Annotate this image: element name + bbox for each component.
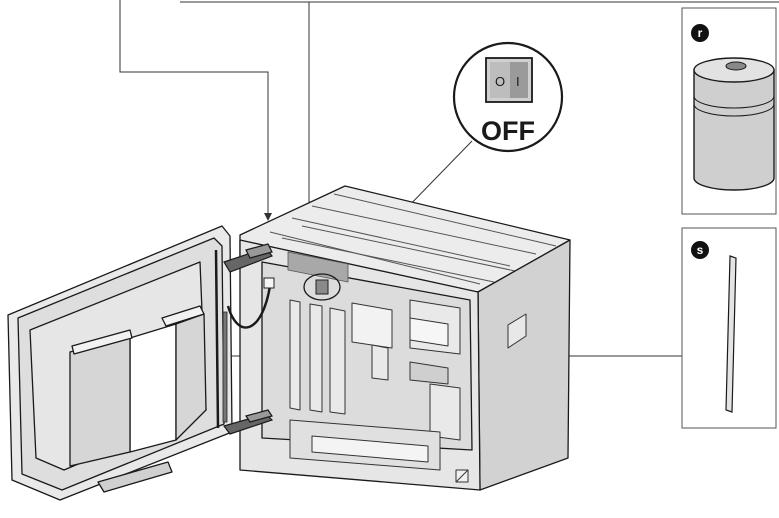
panel-canister: r [681, 7, 777, 215]
panel-badge-r-label: r [698, 26, 703, 40]
switch-off-symbol: O [495, 74, 505, 89]
panel-badge-s-label: s [697, 243, 704, 257]
off-callout: O I OFF [452, 41, 564, 153]
power-switch-icon: O I [485, 57, 533, 103]
switch-on-symbol: I [516, 74, 520, 89]
door-window [129, 323, 177, 453]
side-handle [507, 313, 527, 349]
machine-switch [303, 273, 341, 301]
door-foot [97, 461, 173, 493]
off-label: OFF [481, 116, 535, 146]
panel-rod: s [681, 227, 777, 429]
panel-badge-r [691, 24, 709, 42]
door-latch-icon [222, 243, 274, 435]
arrow-head-icon [264, 213, 272, 221]
cable-icon [226, 285, 272, 329]
panel-badge-s [691, 241, 709, 259]
rod-icon [725, 255, 737, 413]
machine-door [7, 225, 233, 501]
canister-icon [693, 57, 775, 191]
machine-body [239, 185, 571, 491]
switch-location-ring [303, 273, 341, 301]
switch-highlight [287, 251, 349, 283]
